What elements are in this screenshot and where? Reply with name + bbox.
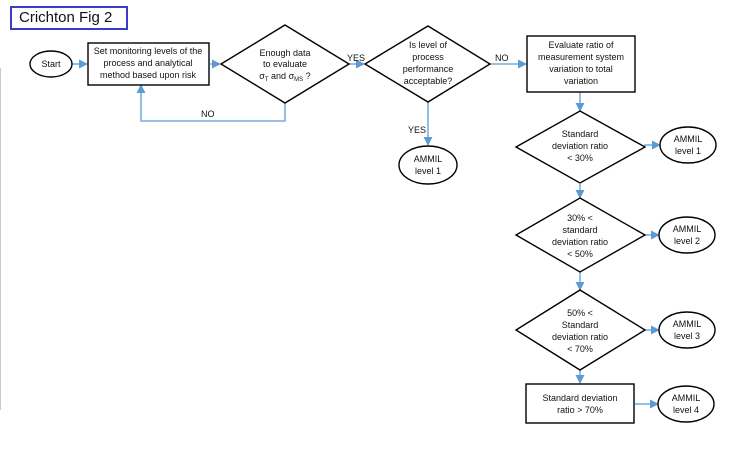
- set-levels-line-1: Set monitoring levels of the: [94, 46, 203, 56]
- edge-label-no-loop: NO: [201, 109, 215, 119]
- enough-data-line-1: Enough data: [259, 48, 310, 58]
- evaluate-line-1: Evaluate ratio of: [548, 40, 614, 50]
- ammil-level-2-terminal: AMMIL level 2: [658, 216, 716, 254]
- lt30-line-3: < 30%: [567, 153, 593, 163]
- evaluate-ratio-process-box: Evaluate ratio of measurement system var…: [526, 35, 636, 93]
- r50-70-line-2: Standard: [562, 320, 599, 330]
- gt70-line-2: ratio > 70%: [557, 405, 603, 415]
- gt70-line-1: Standard deviation: [542, 393, 617, 403]
- acceptable-line-3: performance: [403, 64, 454, 74]
- evaluate-line-4: variation: [564, 76, 598, 86]
- figure-label: Crichton Fig 2: [10, 6, 128, 30]
- evaluate-line-2: measurement system: [538, 52, 624, 62]
- edge-no-loop: [136, 84, 286, 122]
- start-terminal: Start: [29, 50, 73, 78]
- set-levels-line-2: process and analytical: [103, 58, 192, 68]
- ammil-level-4-terminal: AMMIL level 4: [657, 385, 715, 423]
- edge-label-yes-down: YES: [408, 125, 426, 135]
- r50-70-line-4: < 70%: [567, 344, 593, 354]
- set-levels-line-3: method based upon risk: [100, 70, 197, 80]
- connectors: [72, 59, 661, 409]
- ratio-50-70-decision: 50% < Standard deviation ratio < 70%: [514, 289, 647, 371]
- set-levels-process-box: Set monitoring levels of the process and…: [87, 42, 210, 86]
- ratio-gt70-process-box: Standard deviation ratio > 70%: [525, 383, 635, 424]
- r30-50-line-3: deviation ratio: [552, 237, 608, 247]
- edge-label-yes: YES: [347, 53, 365, 63]
- acceptable-line-1: Is level of: [409, 40, 448, 50]
- acceptable-decision: Is level of process performance acceptab…: [363, 25, 492, 103]
- ammil-top-line-1: AMMIL: [414, 154, 443, 164]
- lt30-line-2: deviation ratio: [552, 141, 608, 151]
- ammil3-line-2: level 3: [674, 331, 700, 341]
- ammil-level-1-terminal-top: AMMIL level 1: [398, 145, 458, 185]
- ammil-level-1-terminal: AMMIL level 1: [659, 126, 717, 164]
- enough-data-decision: Enough data to evaluate σT and σMS ?: [219, 24, 351, 104]
- evaluate-line-3: variation to total: [549, 64, 613, 74]
- r30-50-line-2: standard: [562, 225, 597, 235]
- ammil2-line-1: AMMIL: [673, 224, 702, 234]
- acceptable-line-4: acceptable?: [404, 76, 453, 86]
- ammil1-line-2: level 1: [675, 146, 701, 156]
- ammil4-line-2: level 4: [673, 405, 699, 415]
- r50-70-line-1: 50% <: [567, 308, 593, 318]
- ammil3-line-1: AMMIL: [673, 319, 702, 329]
- acceptable-line-2: process: [412, 52, 444, 62]
- ammil1-line-1: AMMIL: [674, 134, 703, 144]
- r50-70-line-3: deviation ratio: [552, 332, 608, 342]
- ammil4-line-1: AMMIL: [672, 393, 701, 403]
- left-divider: [0, 68, 1, 410]
- ammil2-line-2: level 2: [674, 236, 700, 246]
- ammil-level-3-terminal: AMMIL level 3: [658, 311, 716, 349]
- enough-data-sigma-line: σT and σMS ?: [259, 71, 310, 83]
- edge-label-no: NO: [495, 53, 509, 63]
- ammil-top-line-2: level 1: [415, 166, 441, 176]
- r30-50-line-1: 30% <: [567, 213, 593, 223]
- ratio-30-50-decision: 30% < standard deviation ratio < 50%: [514, 197, 647, 273]
- lt30-line-1: Standard: [562, 129, 599, 139]
- ratio-lt30-decision: Standard deviation ratio < 30%: [514, 110, 647, 184]
- r30-50-line-4: < 50%: [567, 249, 593, 259]
- start-label: Start: [41, 59, 61, 69]
- enough-data-line-2: to evaluate: [263, 59, 307, 69]
